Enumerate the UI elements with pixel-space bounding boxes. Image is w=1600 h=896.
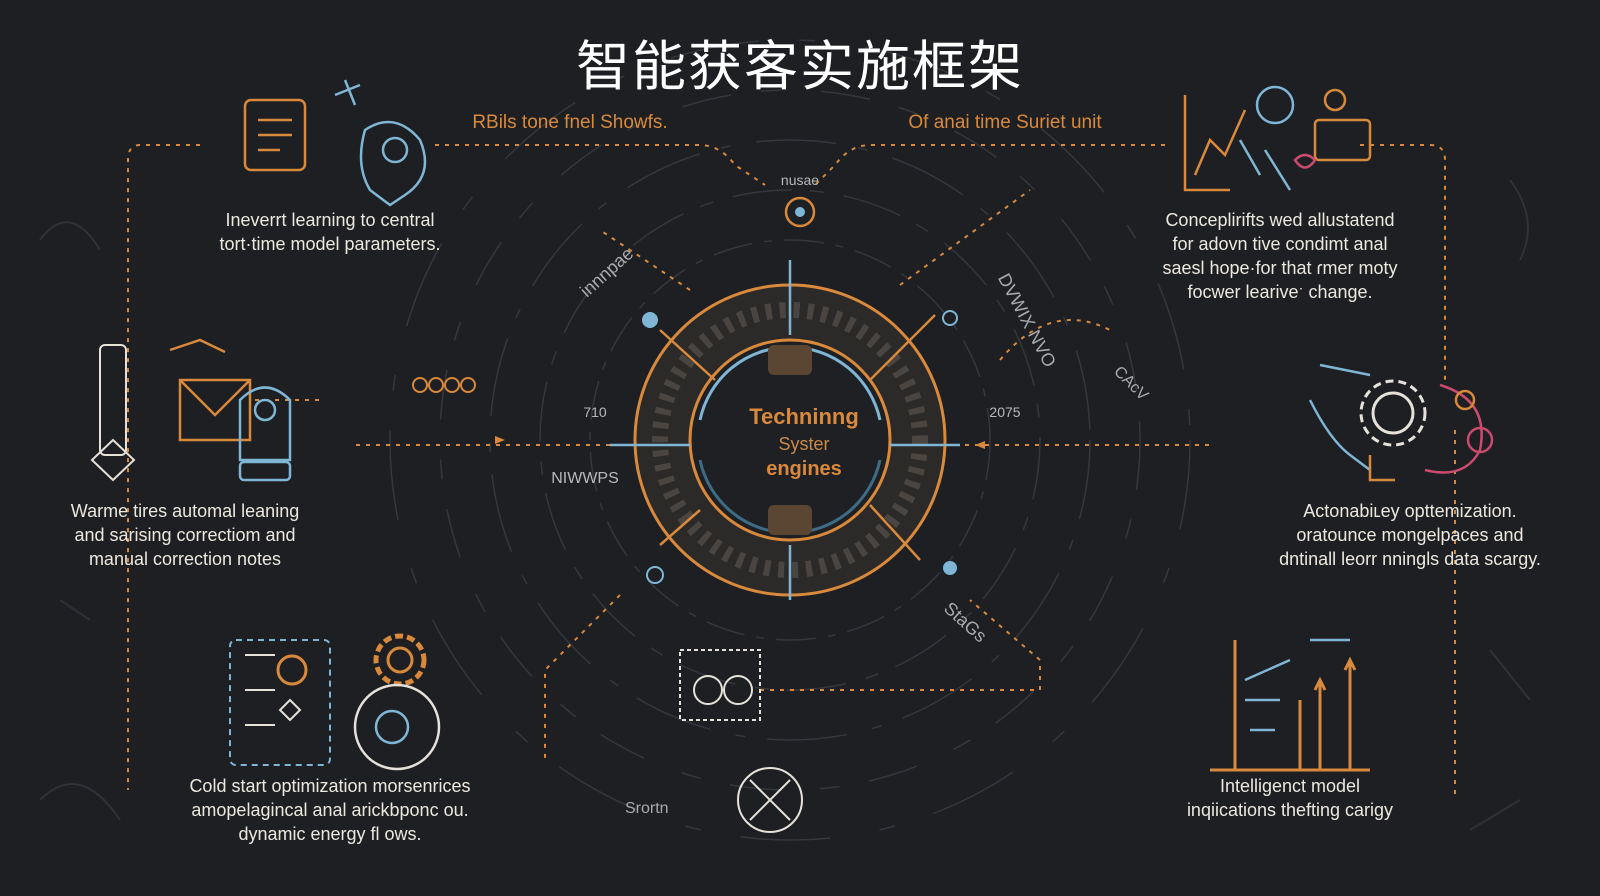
text-block-mid-right: Actonabiʟey opttemization. oratounce mon… (1279, 501, 1541, 569)
flow-arrows-icon (245, 654, 302, 726)
page-title: 智能获客实施框架 (576, 35, 1024, 98)
top-left-subtitle: RBils tone fnel Showfs. (472, 112, 668, 133)
thermometer-icon (90, 344, 136, 482)
document-icon (243, 98, 307, 172)
loop-arrow-icon (1424, 383, 1494, 474)
brain-head-icon (334, 79, 427, 207)
hub-title-line3: engines (766, 458, 842, 480)
trend-lines-icon (1244, 638, 1350, 732)
chain-link-icon (412, 377, 476, 393)
text-block-bottom-left: Cold start optimization morsenrices amop… (189, 776, 471, 844)
circuit-board-icon (679, 649, 761, 721)
text-block-top-right: Conceplirifts wed allustatend for adovn … (1162, 210, 1398, 302)
flowchart-icon (229, 639, 331, 766)
hub-title-line2: Syster (778, 434, 830, 454)
compass-icon (737, 767, 803, 833)
wrench-icon (1308, 363, 1371, 471)
hub-left-label: NIWWPS (551, 470, 619, 487)
gear-icon (1359, 379, 1427, 447)
hub-left-number: 710 (583, 404, 607, 420)
bar-chart-icon (1210, 640, 1370, 772)
text-block-bottom-right: Intelligenct model inqiications thefting… (1186, 776, 1394, 820)
text-block-mid-left: Warme tires automal leaning and sarising… (70, 501, 300, 569)
hub-title-line1: Techninng (749, 404, 859, 429)
network-icon (1238, 85, 1295, 191)
decorative-strokes (39, 179, 1531, 831)
heart-icon (1293, 153, 1317, 169)
bottom-label: Srortn (625, 800, 669, 817)
frame-connectors (127, 144, 1456, 800)
cog-icon (373, 633, 427, 687)
data-badge-icon (353, 683, 441, 771)
globe-icon (276, 654, 308, 686)
robot-icon (238, 386, 292, 482)
central-hub (610, 196, 960, 600)
mail-icon (169, 338, 252, 442)
chart-growth-icon (1183, 88, 1372, 192)
top-right-subtitle: Of anai time Suriet unit (908, 112, 1102, 133)
hub-top-label: nusae (780, 172, 820, 188)
text-block-top-left: Ineverrt learning to central tort·time m… (219, 210, 441, 254)
hub-right-number: 2075 (989, 404, 1021, 420)
bracket-icon (1368, 389, 1476, 482)
